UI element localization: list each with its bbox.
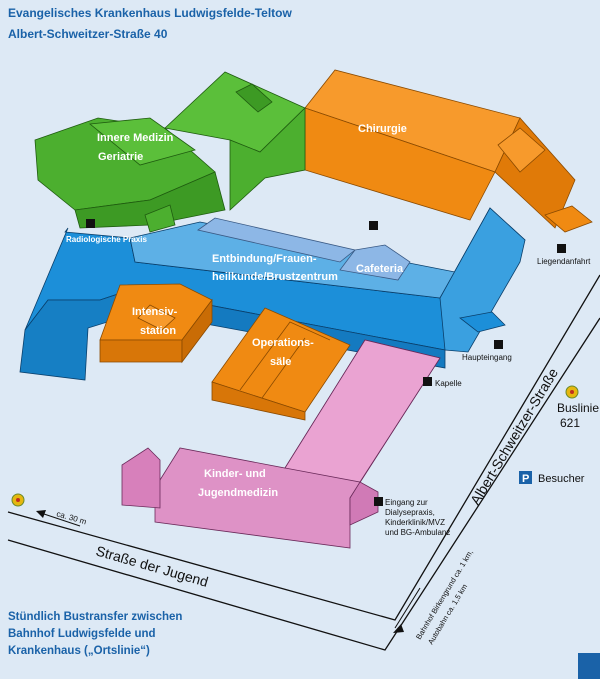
marker-square-icon [423, 377, 432, 386]
parking-visitors: P Besucher [519, 471, 585, 485]
marker-liegendanfahrt: Liegendanfahrt [537, 244, 591, 266]
label-kinder-1: Kinder- und [204, 468, 266, 480]
building-innere-medizin [34, 71, 306, 233]
marker-square-icon [557, 244, 566, 253]
label-intensiv-2: station [140, 325, 176, 337]
address: Albert-Schweitzer-Straße 40 [8, 27, 168, 41]
footer-line-1: Stündlich Bustransfer zwischen [8, 611, 183, 623]
svg-text:P: P [522, 473, 529, 485]
marker-square-icon [86, 219, 95, 228]
marker-kapelle: Kapelle [423, 377, 462, 388]
label-haupteingang: Haupteingang [462, 353, 512, 362]
label-kinder-2: Jugendmedizin [198, 487, 278, 499]
label-entbindung-2: heilkunde/Brustzentrum [212, 271, 338, 283]
street-lines [7, 274, 600, 651]
parking-label: Besucher [538, 473, 585, 485]
building-intensivstation [99, 283, 213, 364]
building-cafeteria [197, 217, 411, 281]
label-eingang-2: Dialysepraxis, [385, 508, 435, 517]
marker-eingang: Eingang zur Dialysepraxis, Kinderklinik/… [374, 497, 450, 537]
label-cafeteria: Cafeteria [356, 263, 404, 275]
label-intensiv-1: Intensiv- [132, 306, 178, 318]
label-innere-medizin: Innere Medizin [97, 132, 174, 144]
marker-square-icon [494, 340, 503, 349]
marker-square-icon [374, 497, 383, 506]
distance-arrow-head [36, 510, 46, 518]
bus-line-number: 621 [560, 416, 580, 430]
footer-line-2: Bahnhof Ludwigsfelde und [8, 628, 156, 640]
marker-cafeteria-entrance [369, 221, 378, 230]
footer-line-3: Krankenhaus („Ortslinie“) [8, 645, 150, 657]
bus-stop-right: Buslinie 621 [557, 385, 599, 430]
label-entbindung-1: Entbindung/Frauen- [212, 253, 317, 265]
building-chirurgie [304, 69, 593, 233]
label-kapelle: Kapelle [435, 379, 462, 388]
label-chirurgie: Chirurgie [358, 123, 407, 135]
marker-haupteingang: Haupteingang [462, 340, 512, 362]
label-radiologie: Radiologische Praxis [66, 235, 147, 244]
building-kinder-jugendmedizin [121, 339, 441, 549]
street-albert: Albert-Schweitzer-Straße [467, 365, 561, 507]
corner-block [578, 653, 600, 679]
label-eingang-1: Eingang zur [385, 498, 428, 507]
label-operation-1: Operations- [252, 337, 314, 349]
bus-stop-left [11, 493, 25, 507]
distance-label: ca. 30 m [55, 509, 87, 526]
label-geriatrie: Geriatrie [98, 151, 143, 163]
marker-radiologie: Radiologische Praxis [66, 219, 147, 244]
building-operationssaele [211, 307, 351, 421]
page-title: Evangelisches Krankenhaus Ludwigsfelde-T… [8, 6, 292, 20]
bus-line-label: Buslinie [557, 401, 599, 415]
direction-arrow-head [393, 624, 404, 633]
street-jugend: Straße der Jugend [94, 543, 210, 590]
label-liegendanfahrt: Liegendanfahrt [537, 257, 591, 266]
label-eingang-4: und BG-Ambulanz [385, 528, 450, 537]
label-eingang-3: Kinderklinik/MVZ [385, 518, 445, 527]
parking-icon [519, 471, 532, 484]
label-operation-2: säle [270, 356, 291, 368]
